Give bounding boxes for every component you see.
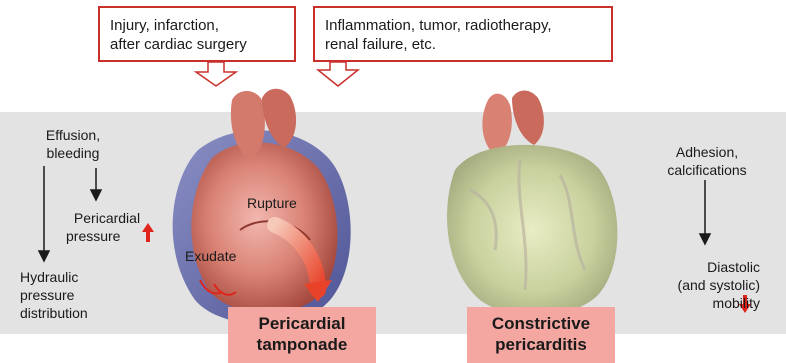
adhesion-label: Adhesion, calcifications xyxy=(640,143,774,179)
effusion-label: Effusion, bleeding xyxy=(28,126,118,162)
hydraulic-pressure-label: Hydraulic pressure distribution xyxy=(20,268,120,322)
cause-right-line-1: Inflammation, tumor, radiotherapy, xyxy=(325,16,601,35)
cause-left-line-1: Injury, infarction, xyxy=(110,16,284,35)
tamponade-title-box: Pericardial tamponade xyxy=(228,307,376,363)
mobility-label: Diastolic (and systolic) mobility xyxy=(640,258,760,312)
mobility-arrow xyxy=(700,180,710,244)
cause-left-line-2: after cardiac surgery xyxy=(110,35,284,54)
hydraulic-arrow xyxy=(39,166,49,261)
pericardial-pressure-label: Pericardial pressure xyxy=(62,209,152,245)
exudate-label: Exudate xyxy=(185,248,236,264)
cause-right-arrow xyxy=(318,62,358,86)
cause-right-line-2: renal failure, etc. xyxy=(325,35,601,54)
cause-box-constrictive: Inflammation, tumor, radiotherapy, renal… xyxy=(313,6,613,62)
pressure-arrow xyxy=(91,168,101,200)
cause-box-tamponade: Injury, infarction, after cardiac surger… xyxy=(98,6,296,62)
constrictive-heart-illustration xyxy=(447,91,617,316)
constrictive-title-box: Constrictive pericarditis xyxy=(467,307,615,363)
rupture-label: Rupture xyxy=(247,195,297,211)
cause-left-arrow xyxy=(196,62,236,86)
